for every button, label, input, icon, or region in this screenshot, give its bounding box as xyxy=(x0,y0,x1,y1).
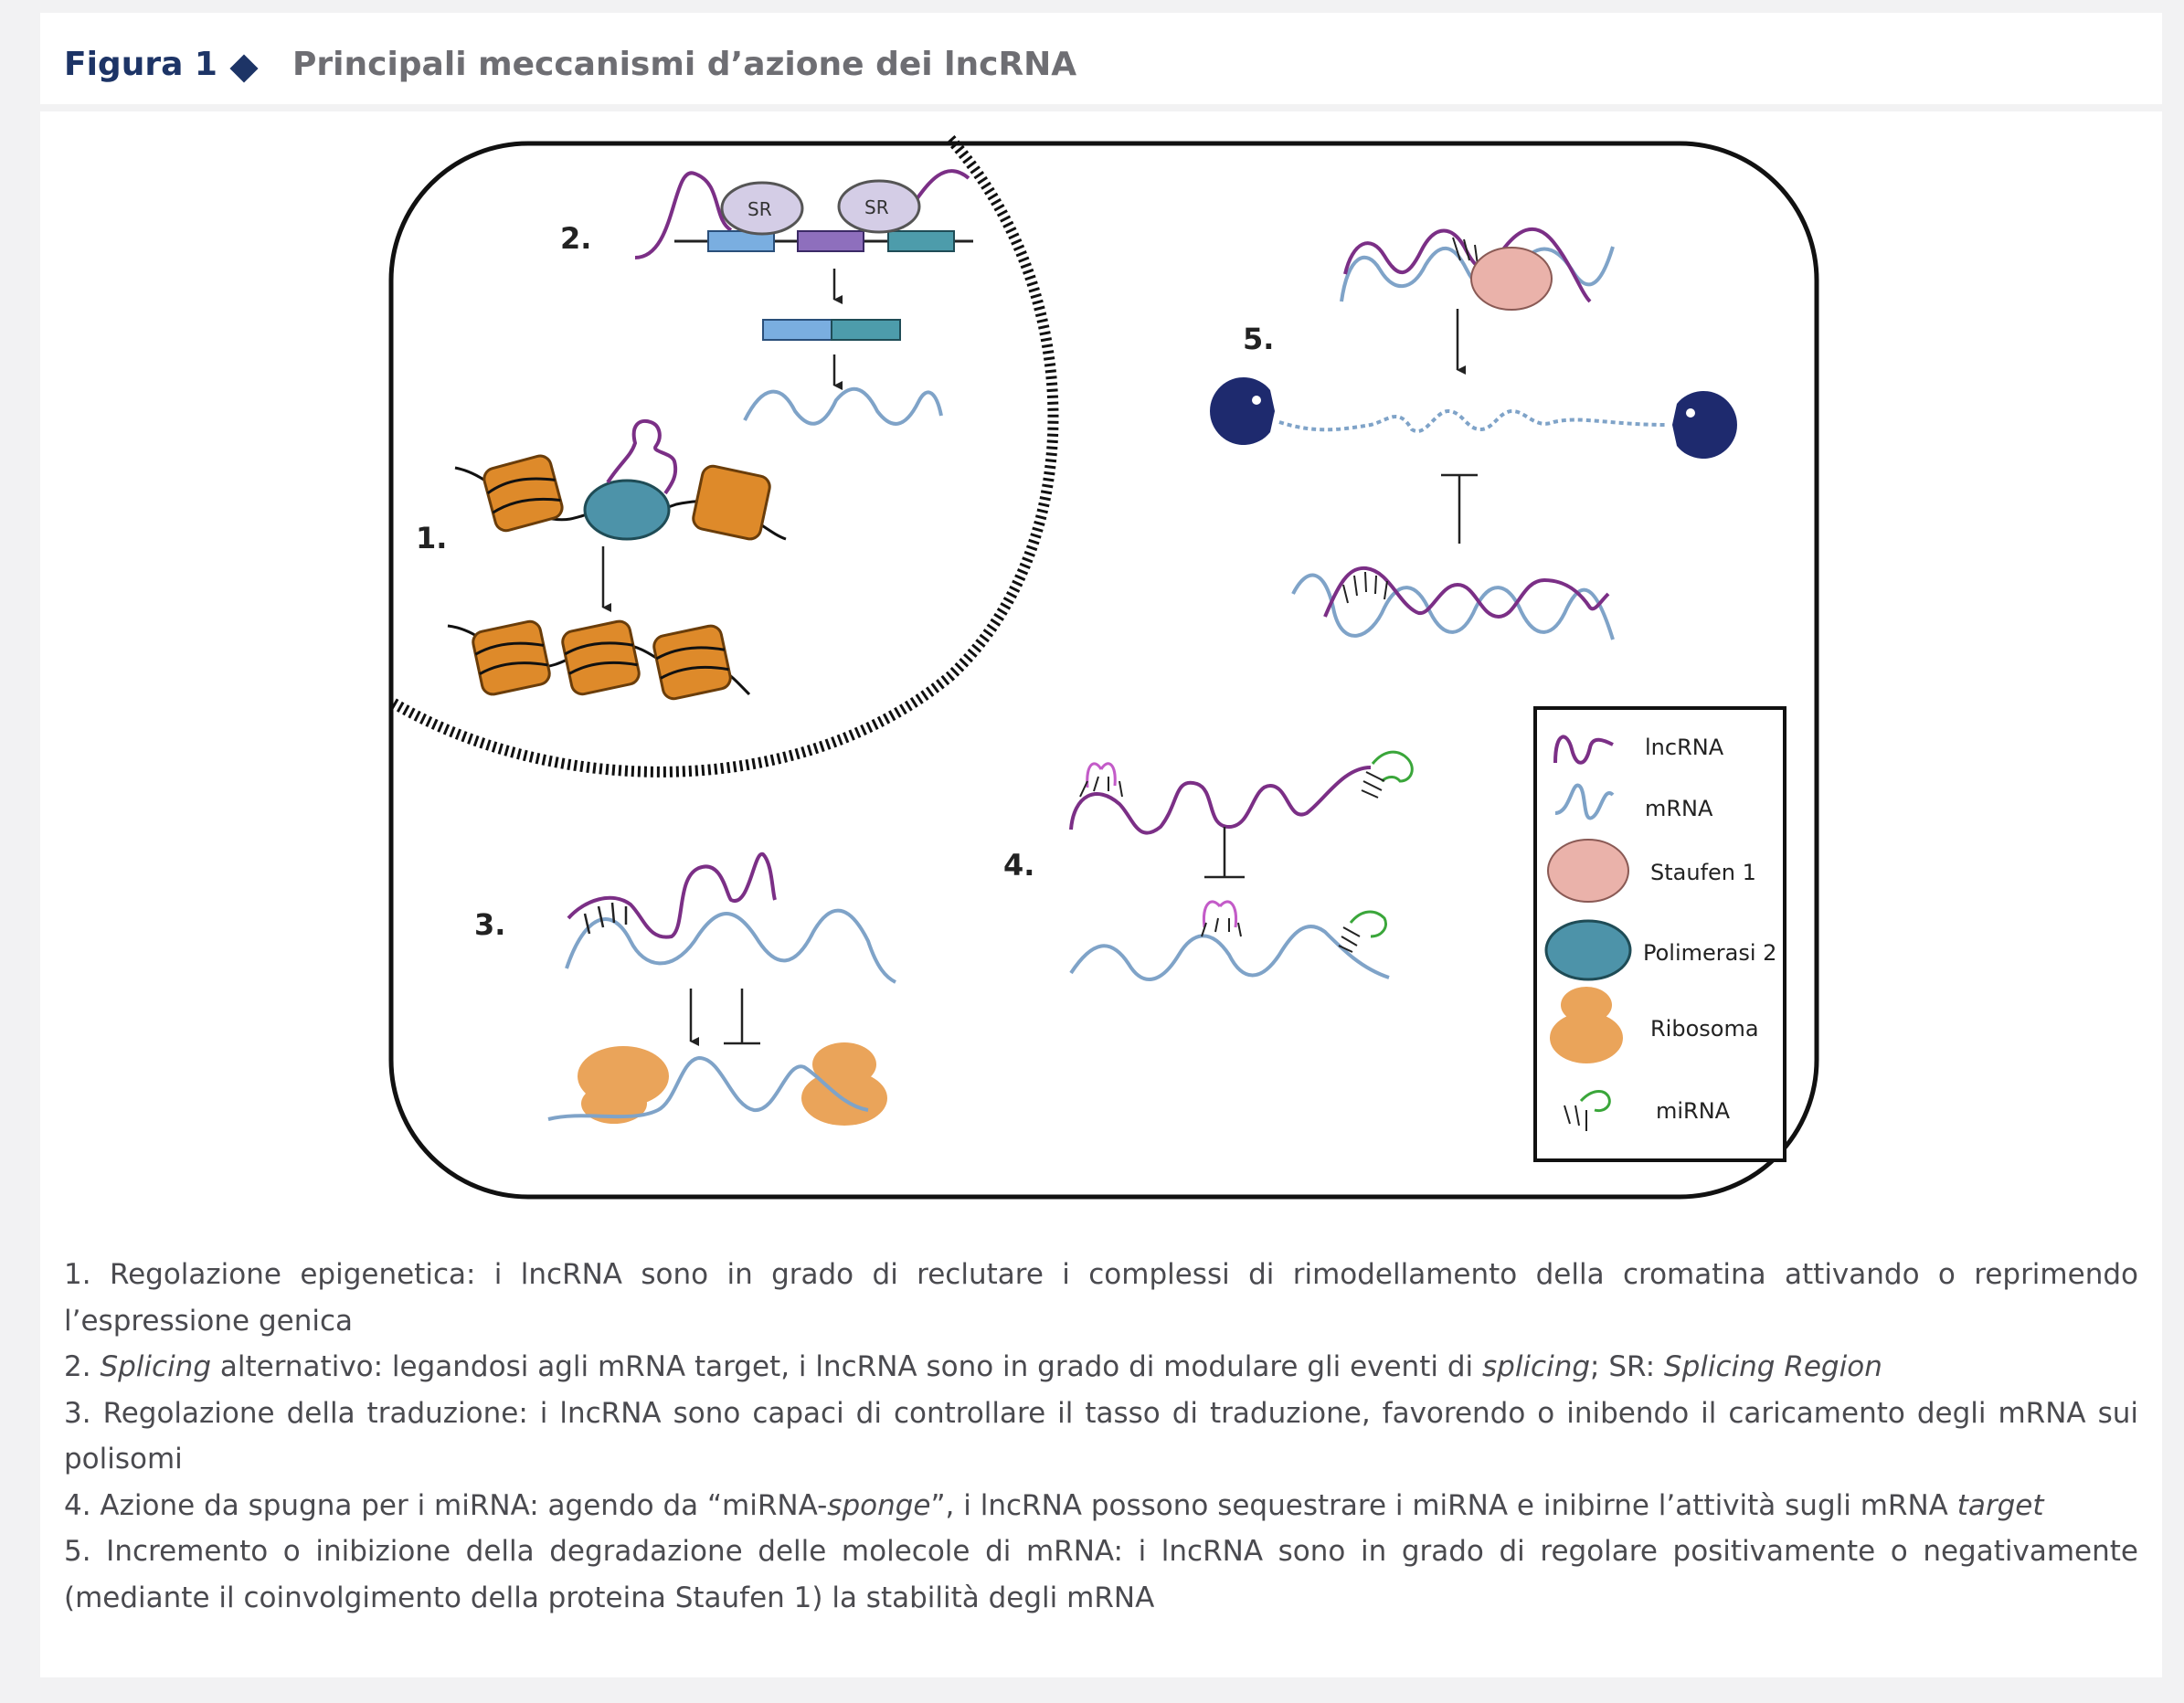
pacman-left xyxy=(1210,377,1275,445)
polymerase-icon xyxy=(1544,919,1632,981)
inhibition-bar xyxy=(724,989,760,1045)
legend-label-mirna: miRNA xyxy=(1656,1098,1731,1124)
mrna-strand xyxy=(565,908,896,984)
caption-italic: sponge xyxy=(827,1488,931,1522)
sr-label: SR xyxy=(747,198,772,220)
step-label-1: 1. xyxy=(416,521,447,555)
caption-text: alternativo: legandosi agli mRNA target,… xyxy=(211,1350,1482,1383)
lncrna-strand xyxy=(567,852,777,939)
nucleosome xyxy=(652,624,732,701)
exon-2 xyxy=(797,230,864,252)
mature-mrna xyxy=(743,386,943,426)
lncrna-mechanisms-diagram: 2. 1. 3. 4. 5. SR SR xyxy=(387,135,1819,1200)
lncrna-strand xyxy=(634,171,733,259)
nucleosome xyxy=(561,619,641,696)
ribosome xyxy=(581,1084,647,1124)
base-pairing xyxy=(1201,917,1242,937)
legend-label-mrna: mRNA xyxy=(1645,796,1713,821)
exon-1 xyxy=(762,319,832,341)
inhibition-bar xyxy=(1441,473,1478,544)
epigenetic-mechanism xyxy=(447,419,787,701)
polymerase-2 xyxy=(583,479,671,541)
caption-text: ”, i lncRNA possono sequestrare i miRNA … xyxy=(930,1488,1957,1522)
legend-label-lncrna: lncRNA xyxy=(1645,735,1724,760)
caption-item-3: 3. Regolazione della traduzione: i lncRN… xyxy=(64,1396,2138,1476)
caption-italic: target xyxy=(1956,1488,2044,1522)
caption-text: 4. Azione da spugna per i miRNA: agendo … xyxy=(64,1488,828,1522)
caption-item-4: 4. Azione da spugna per i miRNA: agendo … xyxy=(64,1483,2138,1529)
mrna-strand xyxy=(1069,925,1390,981)
caption-text: ; SR: xyxy=(1590,1350,1664,1383)
legend-label-polymerase: Polimerasi 2 xyxy=(1643,940,1776,966)
exon-3 xyxy=(887,230,955,252)
base-pairing xyxy=(583,902,628,935)
cell-membrane xyxy=(388,141,1819,1200)
caption-item-2: 2. Splicing alternativo: legandosi agli … xyxy=(64,1344,2138,1391)
legend-label-ribosome: Ribosoma xyxy=(1650,1016,1759,1042)
pacman-eye xyxy=(1686,408,1695,418)
pacman-eye xyxy=(1252,396,1261,405)
caption-text: 2. xyxy=(64,1350,101,1383)
caption-item-5: 5. Incremento o inibizione della degrada… xyxy=(64,1535,2138,1614)
nuclear-envelope xyxy=(387,135,1059,777)
mirna-hairpin xyxy=(1202,900,1238,928)
ribosome-icon xyxy=(1550,1012,1623,1063)
mrna-strand xyxy=(1291,573,1615,640)
pacman-right xyxy=(1672,391,1737,460)
mrna-icon xyxy=(1554,783,1615,820)
staufen-icon xyxy=(1547,839,1629,903)
degrading-mrna xyxy=(1278,408,1669,433)
figure-header xyxy=(40,31,2162,111)
figure-label: Figura 1 xyxy=(64,46,217,83)
lncrna-strand xyxy=(1343,227,1592,303)
sr-label: SR xyxy=(864,196,889,218)
legend-label-staufen: Staufen 1 xyxy=(1650,860,1756,885)
step-label-5: 5. xyxy=(1243,322,1274,356)
nucleosome xyxy=(692,464,771,541)
figure-title: Principali meccanismi d’azione dei lncRN… xyxy=(292,46,1077,83)
base-pairing xyxy=(1564,1105,1587,1131)
figure-caption: 1. Regolazione epigenetica: i lncRNA son… xyxy=(64,1252,2138,1621)
legend: lncRNA mRNA Staufen 1 Polimerasi 2 Ribos… xyxy=(1533,706,1786,1162)
base-pairing xyxy=(1079,776,1123,798)
nucleosome xyxy=(472,619,551,696)
staufen-1 xyxy=(1470,247,1553,311)
sr-protein xyxy=(837,179,921,234)
inhibition-bar xyxy=(1204,827,1245,879)
mirna-sponge-mechanism xyxy=(1069,750,1414,981)
mirna-icon xyxy=(1349,910,1387,938)
step-label-3: 3. xyxy=(474,907,505,942)
exon-3 xyxy=(831,319,901,341)
degradation-mechanism xyxy=(1210,227,1737,640)
mirna-icon xyxy=(1371,750,1414,783)
translation-mechanism xyxy=(547,852,896,1126)
lncrna-hairpin xyxy=(606,419,678,495)
caption-item-1: 1. Regolazione epigenetica: i lncRNA son… xyxy=(64,1258,2138,1338)
mrna-strand xyxy=(547,1055,869,1121)
mirna-hairpin xyxy=(1086,762,1117,788)
lncrna-strand xyxy=(1323,566,1610,619)
base-pairing xyxy=(1342,571,1388,604)
base-pairing xyxy=(1338,926,1361,953)
caption-italic: Splicing Region xyxy=(1663,1350,1882,1383)
lncrna-icon xyxy=(1553,735,1614,765)
step-label-2: 2. xyxy=(560,221,591,256)
caption-italic: splicing xyxy=(1481,1350,1591,1383)
lncrna-strand xyxy=(1069,766,1372,835)
caption-italic: Splicing xyxy=(100,1350,212,1383)
splicing-mechanism: SR SR xyxy=(634,169,973,426)
figure-card xyxy=(40,13,2162,1677)
base-pairing xyxy=(1361,771,1385,799)
nucleosome xyxy=(482,454,564,533)
step-label-4: 4. xyxy=(1003,848,1034,883)
mirna-icon xyxy=(1579,1090,1611,1113)
sr-protein xyxy=(720,181,804,236)
